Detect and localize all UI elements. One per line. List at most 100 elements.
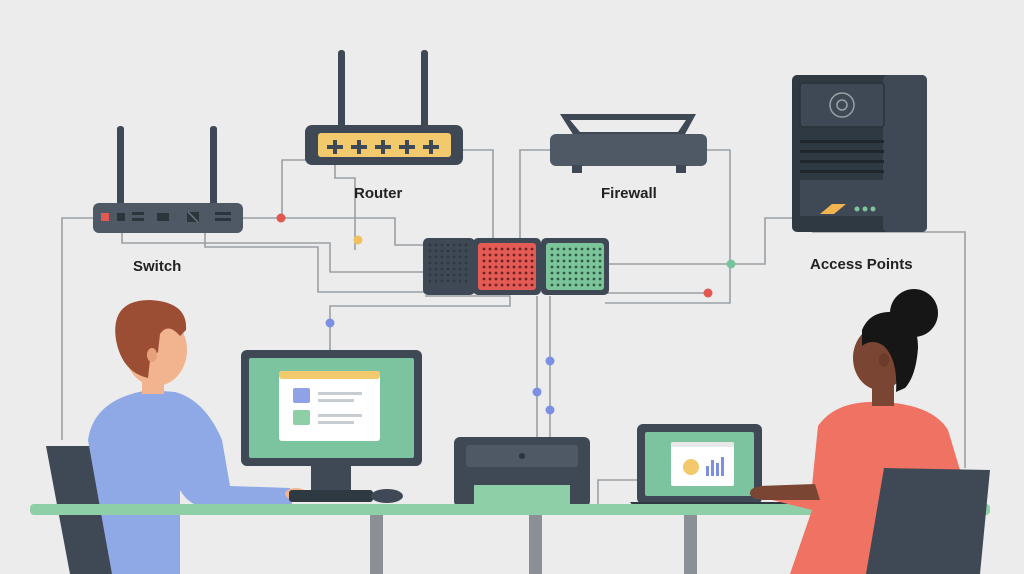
panel-port [530, 283, 534, 287]
panel-port [494, 247, 498, 251]
panel-port [550, 265, 554, 269]
panel-port [488, 277, 492, 281]
panel-port [530, 247, 534, 251]
panel-port [592, 247, 596, 251]
panel-port [574, 265, 578, 269]
panel-port [518, 265, 522, 269]
panel-port [530, 259, 534, 263]
router-icon [305, 50, 463, 165]
panel-port [550, 259, 554, 263]
panel-port [452, 261, 456, 265]
wire-router-panel-3 [462, 149, 494, 238]
panel-port [434, 267, 438, 271]
panel-port [568, 265, 572, 269]
panel-port [580, 247, 584, 251]
panel-port [464, 279, 468, 283]
panel-port [494, 253, 498, 257]
panel-port [556, 283, 560, 287]
panel-port [494, 259, 498, 263]
panel-port [568, 277, 572, 281]
panel-port [434, 255, 438, 259]
panel-port [482, 253, 486, 257]
panel-port [428, 261, 432, 265]
panel-port [598, 265, 602, 269]
panel-port [562, 253, 566, 257]
panel-port [562, 283, 566, 287]
panel-port [518, 253, 522, 257]
chair-right [866, 468, 990, 574]
panel-port-dots [428, 243, 602, 287]
panel-port [512, 253, 516, 257]
panel-port [428, 267, 432, 271]
panel-port [530, 253, 534, 257]
panel-port [458, 249, 462, 253]
panel-port [452, 273, 456, 277]
panel-port [598, 271, 602, 275]
panel-port [524, 283, 528, 287]
panel-port [452, 279, 456, 283]
panel-port [524, 277, 528, 281]
panel-port [556, 253, 560, 257]
panel-port [518, 259, 522, 263]
panel-port [428, 279, 432, 283]
panel-port [446, 249, 450, 253]
switch-label: Switch [133, 258, 182, 275]
panel-port [580, 265, 584, 269]
panel-port [434, 249, 438, 253]
panel-port [446, 243, 450, 247]
panel-port [556, 277, 560, 281]
panel-port [556, 259, 560, 263]
desk [30, 504, 990, 574]
panel-port [452, 249, 456, 253]
panel-port [568, 253, 572, 257]
panel-port [556, 247, 560, 251]
panel-port [500, 283, 504, 287]
panel-port [586, 253, 590, 257]
panel-port [494, 283, 498, 287]
panel-port [562, 247, 566, 251]
wire-panel-monitor [329, 295, 511, 350]
panel-port [580, 277, 584, 281]
panel-port [488, 253, 492, 257]
panel-port [530, 271, 534, 275]
panel-port [500, 265, 504, 269]
panel-port [434, 261, 438, 265]
panel-port [592, 253, 596, 257]
panel-port [556, 265, 560, 269]
panel-port [464, 267, 468, 271]
panel-port [568, 259, 572, 263]
panel-port [518, 271, 522, 275]
firewall-label: Firewall [601, 185, 657, 202]
panel-port [530, 265, 534, 269]
wire-switch-panel-3 [204, 233, 425, 293]
node-red-right [703, 288, 713, 298]
panel-port [550, 253, 554, 257]
panel-port [586, 283, 590, 287]
panel-port [488, 259, 492, 263]
panel-port [506, 265, 510, 269]
panel-port [530, 277, 534, 281]
panel-port [580, 283, 584, 287]
panel-port [446, 267, 450, 271]
panel-port [598, 283, 602, 287]
panel-port [500, 247, 504, 251]
panel-port [562, 265, 566, 269]
panel-port [500, 253, 504, 257]
panel-port [598, 259, 602, 263]
panel-port [464, 243, 468, 247]
router-label: Router [354, 185, 403, 202]
panel-port [464, 261, 468, 265]
panel-port [452, 243, 456, 247]
panel-port [446, 279, 450, 283]
panel-port [524, 253, 528, 257]
panel-port [440, 249, 444, 253]
panel-port [446, 261, 450, 265]
wire-firewall-panel-1 [519, 149, 551, 238]
wire-router-panel-1 [281, 159, 308, 217]
panel-port [550, 247, 554, 251]
panel-port [586, 259, 590, 263]
panel-port [574, 283, 578, 287]
panel-port [512, 277, 516, 281]
panel-port [446, 255, 450, 259]
